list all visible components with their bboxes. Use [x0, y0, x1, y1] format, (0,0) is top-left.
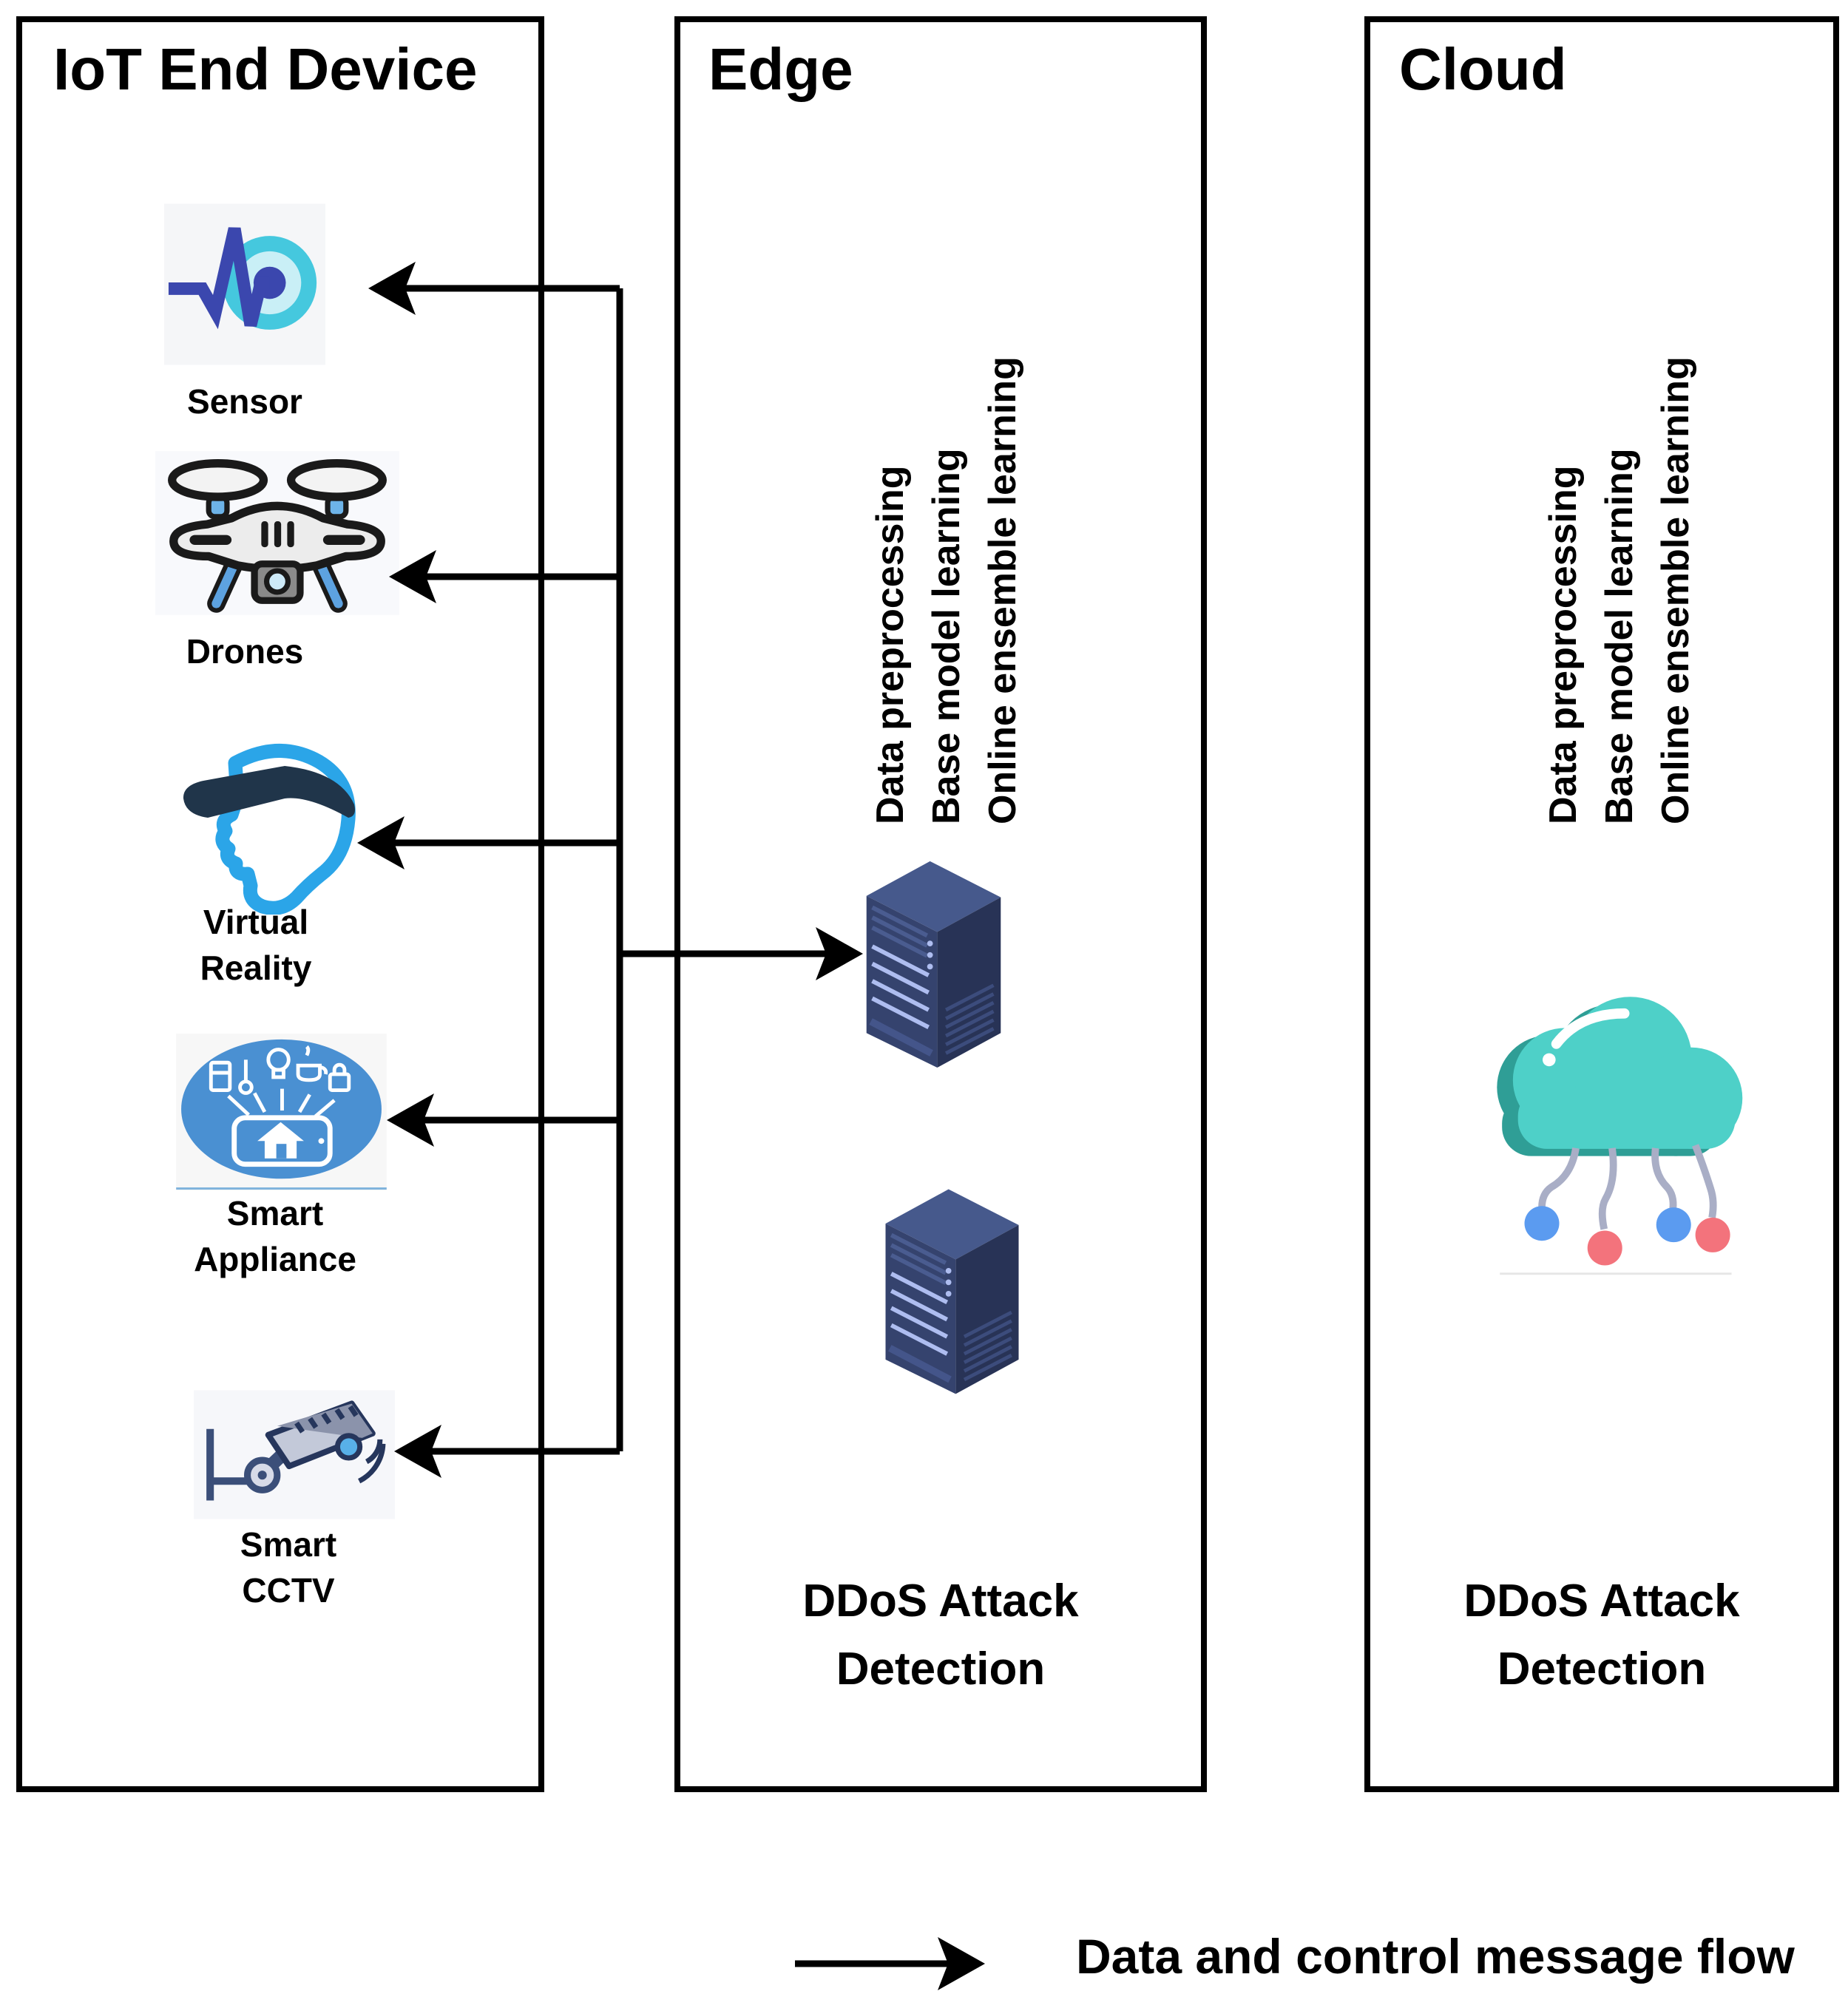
process-line: Data preprocessing — [1542, 465, 1585, 825]
drone-icon — [155, 451, 399, 615]
panel-cloud — [1364, 16, 1839, 1792]
smart-cctv-label: Smart CCTV — [240, 1525, 337, 1610]
vr-headset-icon — [172, 733, 373, 915]
cloud-panel-title: Cloud — [1399, 36, 1567, 102]
cloud-ddos-caption: DDoS Attack Detection — [1463, 1576, 1740, 1695]
cloud-process-list: Data preprocessing Base model learning O… — [1533, 248, 1706, 824]
process-line: Online ensemble learning — [1654, 356, 1697, 824]
cctv-camera-icon — [194, 1390, 395, 1519]
smart-appliance-label: Smart Appliance — [194, 1194, 356, 1278]
sensor-icon — [164, 201, 325, 367]
edge-server-icon-1 — [858, 850, 1009, 1076]
process-line: Base model learning — [1598, 448, 1641, 824]
legend-arrowhead — [938, 1937, 985, 1990]
virtual-reality-label: Virtual Reality — [200, 903, 312, 987]
sensor-label: Sensor — [187, 382, 302, 421]
process-line: Base model learning — [925, 448, 968, 824]
process-line: Online ensemble learning — [981, 356, 1024, 824]
edge-panel-title: Edge — [708, 36, 853, 102]
legend-label: Data and control message flow — [1076, 1929, 1795, 1984]
process-line: Data preprocessing — [869, 465, 912, 825]
smart-appliance-icon — [176, 1034, 387, 1190]
edge-process-list: Data preprocessing Base model learning O… — [860, 248, 1033, 824]
cloud-icon — [1453, 935, 1771, 1283]
iot-panel-title: IoT End Device — [53, 36, 478, 102]
drones-label: Drones — [186, 632, 304, 671]
edge-ddos-caption: DDoS Attack Detection — [802, 1576, 1079, 1695]
edge-server-icon-2 — [876, 1179, 1028, 1401]
